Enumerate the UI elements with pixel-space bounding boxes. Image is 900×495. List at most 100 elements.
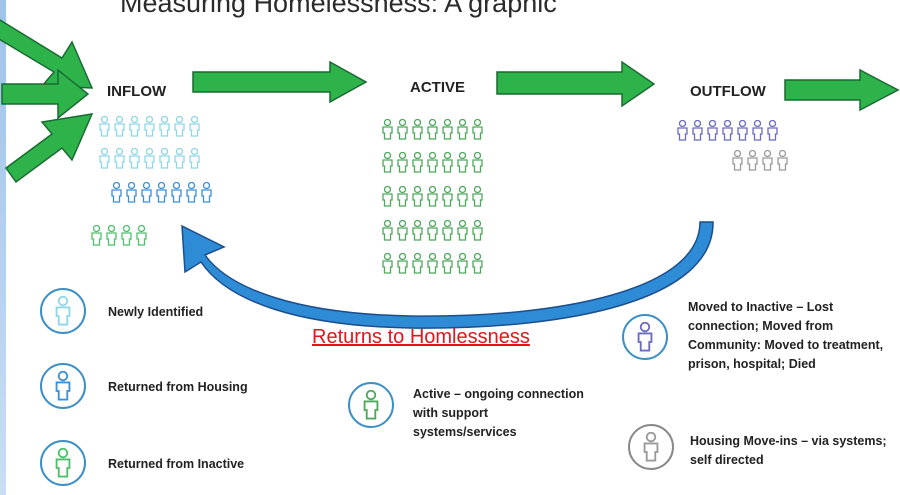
person-icon xyxy=(472,220,483,241)
legend-returned-from-inactive-icon xyxy=(40,440,86,486)
person-icon xyxy=(762,150,773,171)
person-icon xyxy=(472,119,483,140)
person-icon xyxy=(397,220,408,241)
person-icon xyxy=(427,253,438,274)
outflow-row-housing-move-ins xyxy=(731,150,789,171)
person-icon xyxy=(189,116,200,137)
person-icon xyxy=(767,120,778,141)
person-icon xyxy=(141,182,152,203)
person-icon xyxy=(382,152,393,173)
legend-moved-to-inactive-label: Moved to Inactive – Lost connection; Mov… xyxy=(688,300,884,371)
person-icon xyxy=(747,150,758,171)
person-icon xyxy=(692,120,703,141)
person-icon xyxy=(382,186,393,207)
person-icon xyxy=(144,148,155,169)
person-icon xyxy=(397,186,408,207)
person-icon xyxy=(427,220,438,241)
outflow-row-moved-to-inactive xyxy=(676,120,779,141)
active-row xyxy=(381,152,484,173)
person-icon xyxy=(472,253,483,274)
arrow-active-to-outflow xyxy=(496,60,656,108)
person-icon xyxy=(442,186,453,207)
person-icon xyxy=(144,116,155,137)
person-icon xyxy=(442,220,453,241)
legend-newly-identified-label: Newly Identified xyxy=(108,305,204,319)
arrow-outflow-exit xyxy=(784,68,900,112)
legend-moved-to-inactive-icon xyxy=(622,314,668,360)
person-icon xyxy=(397,253,408,274)
person-icon xyxy=(171,182,182,203)
person-icon xyxy=(99,116,110,137)
person-icon xyxy=(114,148,125,169)
active-row xyxy=(381,119,484,140)
person-icon xyxy=(126,182,137,203)
person-icon xyxy=(677,120,688,141)
legend-returned-from-housing-icon xyxy=(40,363,86,409)
person-icon xyxy=(427,186,438,207)
person-icon xyxy=(457,152,468,173)
person-icon xyxy=(111,182,122,203)
person-icon xyxy=(457,119,468,140)
inflow-arrow-bottom xyxy=(4,113,94,184)
person-icon xyxy=(186,182,197,203)
person-icon xyxy=(442,119,453,140)
person-icon xyxy=(752,120,763,141)
person-icon xyxy=(99,148,110,169)
person-icon xyxy=(156,182,167,203)
inflow-row-returned-from-housing xyxy=(110,182,213,203)
person-icon xyxy=(129,116,140,137)
person-icon xyxy=(397,119,408,140)
person-icon xyxy=(427,119,438,140)
person-icon xyxy=(382,119,393,140)
person-icon xyxy=(457,220,468,241)
person-icon xyxy=(722,120,733,141)
person-icon xyxy=(412,152,423,173)
page-title: Measuring Homelessness: A graphic xyxy=(120,0,557,18)
person-icon xyxy=(174,148,185,169)
person-icon xyxy=(427,152,438,173)
legend-housing-move-ins-icon xyxy=(628,424,674,470)
active-row xyxy=(381,186,484,207)
inflow-arrow-middle xyxy=(1,68,90,120)
legend-housing-move-ins-label: Housing Move-ins – via systems; self dir… xyxy=(690,434,887,467)
active-row xyxy=(381,253,484,274)
person-icon xyxy=(412,119,423,140)
inflow-row-newly-identified xyxy=(98,116,201,137)
person-icon xyxy=(382,220,393,241)
person-icon xyxy=(457,253,468,274)
returns-to-homelessness-label: Returns to Homlessness xyxy=(312,326,530,348)
person-icon xyxy=(472,152,483,173)
person-icon xyxy=(114,116,125,137)
person-icon xyxy=(129,148,140,169)
left-accent-band xyxy=(0,0,6,495)
person-icon xyxy=(189,148,200,169)
stage-label-inflow: INFLOW xyxy=(107,83,167,100)
stage-label-outflow: OUTFLOW xyxy=(690,83,766,100)
person-icon xyxy=(777,150,788,171)
legend-active-label: Active – ongoing connection with support… xyxy=(413,387,584,439)
person-icon xyxy=(91,225,102,246)
person-icon xyxy=(472,186,483,207)
person-icon xyxy=(201,182,212,203)
legend-returned-from-housing-label: Returned from Housing xyxy=(108,380,248,394)
active-row xyxy=(381,220,484,241)
legend-active-icon xyxy=(348,382,394,428)
legend-returned-from-inactive-label: Returned from Inactive xyxy=(108,457,245,471)
legend-newly-identified-icon xyxy=(40,288,86,334)
person-icon xyxy=(174,116,185,137)
person-icon xyxy=(737,120,748,141)
person-icon xyxy=(412,186,423,207)
arrow-inflow-to-active xyxy=(192,60,368,104)
person-icon xyxy=(442,152,453,173)
inflow-row-newly-identified xyxy=(98,148,201,169)
person-icon xyxy=(412,220,423,241)
person-icon xyxy=(136,225,147,246)
inflow-row-returned-from-inactive xyxy=(90,225,148,246)
person-icon xyxy=(707,120,718,141)
person-icon xyxy=(159,116,170,137)
person-icon xyxy=(121,225,132,246)
person-icon xyxy=(732,150,743,171)
stage-label-active: ACTIVE xyxy=(410,79,466,96)
person-icon xyxy=(457,186,468,207)
